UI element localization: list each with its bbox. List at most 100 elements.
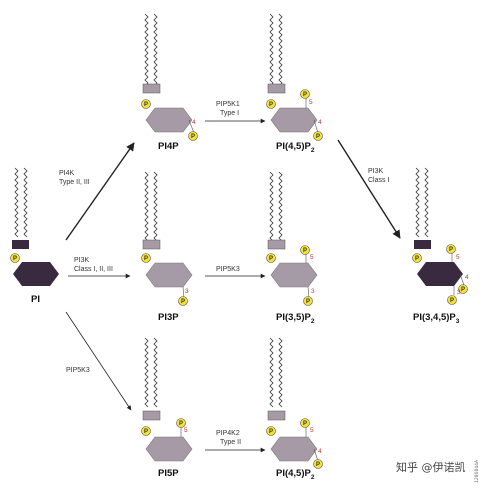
glycerol-block — [267, 410, 286, 421]
glycerol-block — [142, 410, 161, 421]
phosphate-icon — [446, 244, 456, 254]
lipid-tail — [415, 167, 429, 238]
svg-text:P: P — [144, 429, 148, 435]
svg-text:P: P — [303, 421, 307, 427]
arrow-pi-to-pi5p — [65, 311, 132, 411]
phosphate-icon — [412, 253, 422, 263]
phosphate-icon — [313, 459, 323, 469]
arrow-pi45p2-to-pi345p3 — [337, 139, 401, 239]
enzyme-pip4k2-type: Type II — [220, 439, 241, 446]
inositol-ring-icon — [270, 262, 318, 288]
inositol-ring-icon — [417, 262, 463, 286]
svg-text:5: 5 — [309, 99, 313, 106]
molecule-pi45p2-bottom: P 5 P 4 P PI(4,5)P2 — [266, 337, 323, 481]
enzyme-pi3k-class: Class I, II, III — [74, 266, 113, 273]
svg-text:P: P — [303, 92, 307, 98]
lipid-tail — [269, 13, 283, 90]
svg-text:P: P — [269, 256, 273, 262]
phosphate-icon — [266, 99, 276, 109]
svg-text:3: 3 — [185, 288, 189, 295]
molecule-pi345p3: P 5 P 4 P 3 P PI(3,4,5)P3 — [412, 167, 469, 325]
svg-text:4: 4 — [465, 274, 469, 281]
inositol-ring-icon — [145, 436, 193, 462]
svg-text:P: P — [269, 429, 273, 435]
svg-text:P: P — [449, 247, 453, 253]
inositol-ring-icon — [270, 436, 318, 462]
phosphate-icon — [10, 253, 20, 263]
molecule-name-pi35p2: PI(3,5)P2 — [276, 312, 315, 325]
inositol-ring-icon — [270, 107, 318, 133]
molecule-pi45p2: P 5 P 4 P PI(4,5)P2 — [266, 13, 323, 154]
lipid-tail — [269, 171, 283, 242]
svg-text:P: P — [415, 256, 419, 262]
svg-text:P: P — [13, 256, 17, 262]
svg-text:P: P — [179, 421, 183, 427]
phosphate-icon — [176, 418, 186, 428]
enzyme-pip5k1-type: Type I — [220, 110, 239, 117]
enzyme-pi4k-name: PI4K — [59, 170, 75, 177]
svg-text:P: P — [269, 102, 273, 108]
figure-code: 1280844A — [474, 459, 480, 483]
svg-text:P: P — [191, 134, 195, 140]
phosphate-icon — [178, 296, 188, 306]
enzyme-pi4k-type: Type II, III — [59, 179, 90, 186]
lipid-tail — [269, 337, 283, 408]
svg-text:4: 4 — [318, 448, 322, 455]
molecule-name-pi4p: PI4P — [158, 141, 179, 152]
phosphate-icon — [141, 426, 151, 436]
svg-text:4: 4 — [318, 119, 322, 126]
svg-text:P: P — [461, 287, 465, 293]
glycerol-block — [267, 239, 286, 250]
molecule-pi5p: P 5 P PI5P — [141, 337, 193, 479]
svg-text:4: 4 — [192, 119, 196, 126]
svg-text:P: P — [316, 134, 320, 140]
molecule-pi35p2: P 5 P 3 P PI(3,5)P2 — [266, 171, 318, 325]
svg-text:P: P — [144, 102, 148, 108]
lipid-tail — [144, 337, 158, 408]
inositol-ring-icon — [145, 107, 193, 133]
phosphate-icon — [188, 131, 198, 141]
lipid-tail — [144, 13, 158, 90]
enzyme-pip5k3-label: PIP5K3 — [66, 367, 90, 374]
molecule-name-pi3p: PI3P — [158, 312, 179, 323]
phosphate-icon — [141, 253, 151, 263]
glycerol-block — [12, 240, 29, 249]
phosphate-icon — [313, 131, 323, 141]
enzyme-pi3k-name: PI3K — [74, 257, 90, 264]
molecule-name-pi45p2: PI(4,5)P2 — [276, 141, 315, 154]
svg-text:P: P — [306, 299, 310, 305]
molecule-pi: P PI — [10, 167, 59, 305]
phosphate-icon — [300, 245, 310, 255]
glycerol-block — [142, 239, 161, 250]
phosphate-icon — [300, 418, 310, 428]
phosphate-icon — [458, 284, 468, 294]
molecule-pi4p: P 4 P PI4P — [141, 13, 198, 152]
svg-text:5: 5 — [184, 427, 188, 434]
svg-text:5: 5 — [310, 254, 314, 261]
glycerol-block — [142, 83, 161, 94]
molecule-name-pi: PI — [31, 294, 40, 305]
svg-text:3: 3 — [311, 288, 315, 295]
lipid-tail — [14, 167, 28, 238]
enzyme-pip5k3-label-2: PIP5K3 — [216, 266, 240, 273]
svg-text:3: 3 — [457, 289, 461, 296]
svg-text:P: P — [303, 248, 307, 254]
arrow-pi-to-pi4p — [65, 142, 135, 241]
phosphate-icon — [303, 296, 313, 306]
molecule-name-pi345p3: PI(3,4,5)P3 — [413, 312, 460, 325]
glycerol-block — [414, 240, 431, 249]
svg-text:P: P — [181, 299, 185, 305]
phosphate-icon — [141, 99, 151, 109]
phosphate-icon — [300, 89, 310, 99]
phosphate-icon — [447, 295, 457, 305]
enzyme-pip4k2-name: PIP4K2 — [216, 430, 240, 437]
svg-text:5: 5 — [456, 254, 460, 261]
svg-text:P: P — [316, 462, 320, 468]
svg-text:P: P — [144, 256, 148, 262]
molecule-name-pi45p2-bottom: PI(4,5)P2 — [276, 468, 315, 481]
enzyme-pip5k1-name: PIP5K1 — [216, 101, 240, 108]
svg-text:5: 5 — [310, 427, 314, 434]
inositol-ring-icon — [145, 262, 193, 288]
glycerol-block — [267, 83, 286, 94]
